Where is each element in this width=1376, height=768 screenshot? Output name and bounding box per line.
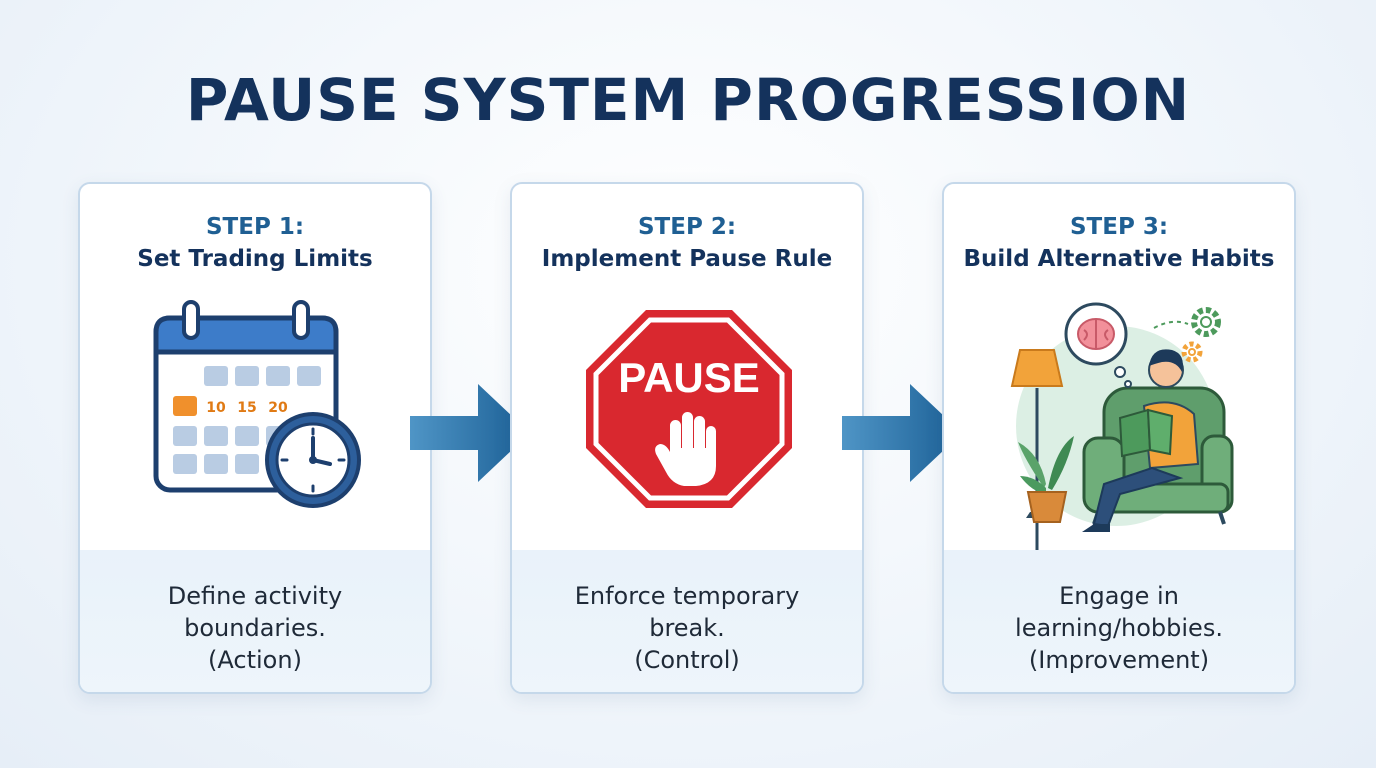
calendar-date: 20 bbox=[268, 400, 288, 416]
step-card-1: STEP 1: Set Trading Limits 10 15 20 bbox=[78, 182, 432, 694]
person-icon bbox=[1082, 349, 1200, 532]
step-description: Engage in learning/hobbies. (Improvement… bbox=[944, 580, 1294, 676]
description-line: Engage in bbox=[1059, 582, 1179, 610]
description-line: boundaries. bbox=[184, 614, 326, 642]
description-panel: Engage in learning/hobbies. (Improvement… bbox=[944, 550, 1294, 692]
person-reading-icon bbox=[1010, 302, 1234, 550]
sign-text: PAUSE bbox=[618, 354, 760, 401]
description-line: (Action) bbox=[208, 646, 302, 674]
plant-icon bbox=[1018, 436, 1074, 523]
step-title: Implement Pause Rule bbox=[541, 246, 833, 272]
clock-icon bbox=[265, 412, 361, 508]
step-card-2: STEP 2: Implement Pause Rule PAUSE Enfor… bbox=[510, 182, 864, 694]
description-line: break. bbox=[649, 614, 725, 642]
step-number: STEP 1: bbox=[205, 214, 305, 240]
calendar-clock-icon: 10 15 20 bbox=[153, 300, 361, 508]
page-title: PAUSE SYSTEM PROGRESSION bbox=[185, 66, 1191, 134]
description-line: Define activity bbox=[167, 582, 343, 610]
hand-icon bbox=[655, 412, 716, 486]
step-number: STEP 3: bbox=[1069, 214, 1169, 240]
step-description: Enforce temporary break. (Control) bbox=[512, 580, 862, 676]
description-panel: Enforce temporary break. (Control) bbox=[512, 550, 862, 692]
description-line: learning/hobbies. bbox=[1015, 614, 1223, 642]
description-line: Enforce temporary bbox=[574, 582, 800, 610]
description-panel: Define activity boundaries. (Action) bbox=[80, 550, 430, 692]
step-title: Build Alternative Habits bbox=[963, 246, 1275, 272]
gear-icon bbox=[1153, 307, 1221, 363]
description-line: (Improvement) bbox=[1028, 646, 1210, 674]
step-card-3: STEP 3: Build Alternative Habits bbox=[942, 182, 1296, 694]
arrow-right-icon bbox=[842, 384, 962, 482]
step-number: STEP 2: bbox=[637, 214, 737, 240]
step-description: Define activity boundaries. (Action) bbox=[80, 580, 430, 676]
arrow-right-icon bbox=[410, 384, 530, 482]
step-title: Set Trading Limits bbox=[137, 246, 373, 272]
brain-thought-bubble-icon bbox=[1064, 302, 1132, 388]
calendar-date: 15 bbox=[237, 400, 256, 416]
stop-sign-icon: PAUSE bbox=[586, 310, 792, 508]
description-line: (Control) bbox=[634, 646, 740, 674]
calendar-date: 10 bbox=[206, 400, 226, 416]
